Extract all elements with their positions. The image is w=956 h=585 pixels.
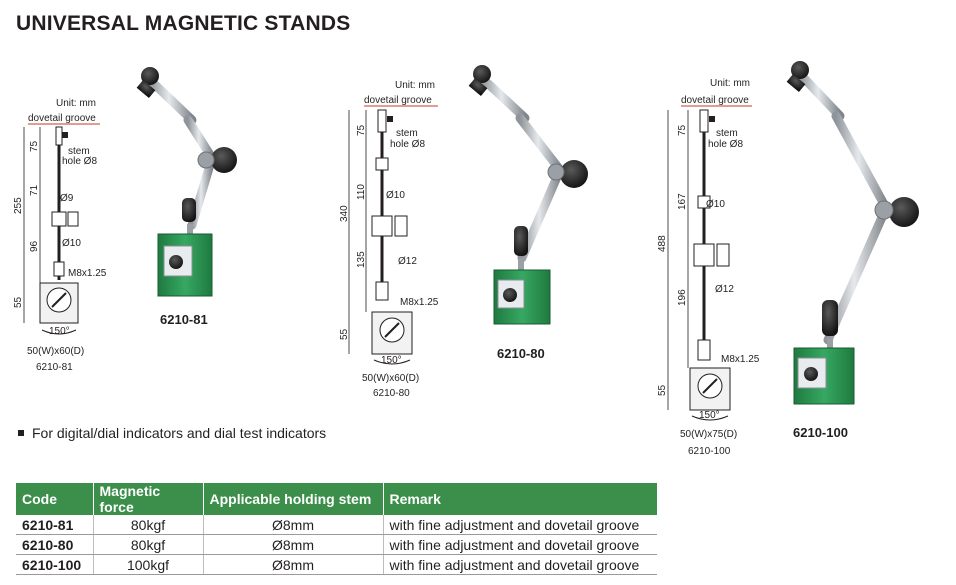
page-title: UNIVERSAL MAGNETIC STANDS xyxy=(16,12,351,35)
cell-remark: with fine adjustment and dovetail groove xyxy=(383,554,657,575)
table-row: 6210-81 80kgf Ø8mm with fine adjustment … xyxy=(16,515,657,535)
thread-label: M8x1.25 xyxy=(68,268,107,279)
spec-table: Code Magnetic force Applicable holding s… xyxy=(16,483,657,575)
dim-mid1: 110 xyxy=(356,184,367,200)
dim-total: 255 xyxy=(13,197,24,214)
dia2-label: Ø10 xyxy=(62,238,81,249)
dia1-label: Ø9 xyxy=(60,193,74,204)
drawing-code-label: 6210-100 xyxy=(688,446,731,457)
model-label-6210-100: 6210-100 xyxy=(793,425,848,440)
bullet-square-icon xyxy=(18,430,24,436)
dia1-label: Ø10 xyxy=(386,190,405,201)
thread-label: M8x1.25 xyxy=(400,297,439,308)
cell-remark: with fine adjustment and dovetail groove xyxy=(383,515,657,535)
hole-label: hole Ø8 xyxy=(62,156,97,167)
stem-label: stem xyxy=(716,128,738,139)
base-size-label: 50(W)x60(D) xyxy=(27,346,84,357)
drawing-6210-100: Unit: mm dovetail groove stem hole Ø8 Ø1… xyxy=(657,78,760,457)
dim-top: 75 xyxy=(677,124,688,136)
angle-label: 150° xyxy=(49,326,70,337)
cell-stem: Ø8mm xyxy=(203,554,384,575)
dovetail-label: dovetail groove xyxy=(28,113,96,124)
dim-top: 75 xyxy=(356,124,367,136)
header-remark: Remark xyxy=(383,483,657,515)
dim-mid1: 71 xyxy=(29,184,40,196)
dim-base: 55 xyxy=(657,384,668,396)
stem-label: stem xyxy=(396,128,418,139)
dia2-label: Ø12 xyxy=(398,256,417,267)
unit-label: Unit: mm xyxy=(395,80,435,91)
model-label-6210-80: 6210-80 xyxy=(497,346,545,361)
cell-stem: Ø8mm xyxy=(203,534,384,555)
dim-mid2: 196 xyxy=(677,289,688,306)
dim-top: 75 xyxy=(29,140,40,152)
photo-6210-81 xyxy=(136,67,237,297)
photo-6210-80 xyxy=(468,65,588,325)
dim-mid1: 167 xyxy=(677,193,688,210)
base-size-label: 50(W)x75(D) xyxy=(680,429,737,440)
hole-label: hole Ø8 xyxy=(708,139,743,150)
drawing-6210-81: Unit: mm dovetail groove stem hole Ø8 Ø9… xyxy=(13,98,107,373)
stands-figure: Unit: mm dovetail groove stem hole Ø8 Ø9… xyxy=(13,61,919,457)
unit-label: Unit: mm xyxy=(56,98,96,109)
angle-label: 150° xyxy=(699,410,720,421)
header-code: Code xyxy=(16,483,94,515)
header-magnetic-force: Magnetic force xyxy=(93,483,204,515)
dim-total: 488 xyxy=(657,235,668,252)
cell-stem: Ø8mm xyxy=(203,515,384,535)
dovetail-label: dovetail groove xyxy=(364,95,432,106)
cell-code: 6210-80 xyxy=(16,534,94,555)
usage-note: For digital/dial indicators and dial tes… xyxy=(18,425,326,441)
unit-label: Unit: mm xyxy=(710,78,750,89)
header-holding-stem: Applicable holding stem xyxy=(203,483,384,515)
dia1-label: Ø10 xyxy=(706,199,725,210)
table-row: 6210-80 80kgf Ø8mm with fine adjustment … xyxy=(16,534,657,555)
table-row: 6210-100 100kgf Ø8mm with fine adjustmen… xyxy=(16,554,657,575)
dim-total: 340 xyxy=(339,205,350,222)
dovetail-label: dovetail groove xyxy=(681,95,749,106)
cell-force: 80kgf xyxy=(93,515,204,535)
thread-label: M8x1.25 xyxy=(721,354,760,365)
dim-base: 55 xyxy=(339,328,350,340)
base-size-label: 50(W)x60(D) xyxy=(362,373,419,384)
table-header-row: Code Magnetic force Applicable holding s… xyxy=(16,483,657,515)
cell-code: 6210-100 xyxy=(16,554,94,575)
cell-force: 80kgf xyxy=(93,534,204,555)
cell-remark: with fine adjustment and dovetail groove xyxy=(383,534,657,555)
dim-base: 55 xyxy=(13,296,24,308)
usage-note-text: For digital/dial indicators and dial tes… xyxy=(32,425,327,441)
cell-force: 100kgf xyxy=(93,554,204,575)
cell-code: 6210-81 xyxy=(16,515,94,535)
stem-label: stem xyxy=(68,146,90,157)
dia2-label: Ø12 xyxy=(715,284,734,295)
dim-mid2: 135 xyxy=(356,251,367,268)
drawing-code-label: 6210-80 xyxy=(373,388,410,399)
model-label-6210-81: 6210-81 xyxy=(160,312,208,327)
photo-6210-100 xyxy=(786,61,919,405)
angle-label: 150° xyxy=(381,355,402,366)
drawing-6210-80: Unit: mm dovetail groove stem hole Ø8 Ø1… xyxy=(339,80,439,399)
hole-label: hole Ø8 xyxy=(390,139,425,150)
drawing-code-label: 6210-81 xyxy=(36,362,73,373)
dim-mid2: 96 xyxy=(29,240,40,252)
